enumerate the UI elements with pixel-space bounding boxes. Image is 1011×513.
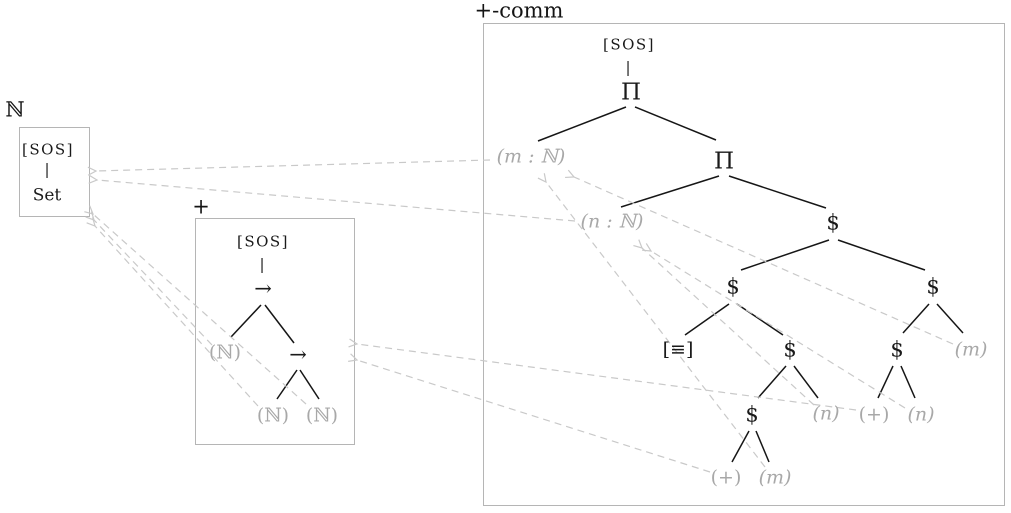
comm-n-var-right: (n) — [907, 403, 935, 426]
comm-n-var-left: (n) — [812, 402, 840, 425]
arrow-plus-mid-to-plus-box — [348, 338, 857, 411]
plus-box-label: + — [192, 194, 210, 219]
comm-app-node-3: $ — [926, 274, 940, 299]
tree-edge — [936, 303, 964, 334]
nat-bar-connector: | — [44, 160, 50, 179]
arrow-m-right-to-m-binder — [565, 169, 954, 345]
plus-arrow-root-node: → — [254, 276, 272, 301]
tree-edge — [620, 175, 720, 208]
arrow-nat-leaf1-to-nat-box — [85, 211, 213, 346]
arrow-m-binder-to-nat-box — [87, 159, 491, 176]
tree-edge — [793, 365, 819, 399]
arrow-m-bottom-to-m-binder — [537, 173, 766, 468]
tree-edges — [230, 106, 964, 463]
tree-edge — [537, 106, 627, 142]
comm-app-node-6: $ — [745, 402, 759, 427]
comm-app-node-2: $ — [726, 274, 740, 299]
nat-box-label: ℕ — [5, 97, 25, 122]
comm-pi-root-node: Π — [620, 79, 642, 106]
tree-edge — [728, 175, 827, 209]
comm-box-frame — [483, 23, 1005, 506]
tree-edge — [757, 365, 787, 399]
tree-edge — [276, 369, 298, 400]
tree-edge — [900, 365, 916, 399]
comm-app-node-4: $ — [783, 337, 797, 362]
comm-bar-connector: | — [625, 58, 631, 77]
tree-edge — [837, 239, 926, 271]
comm-box-label: +-comm — [474, 0, 564, 23]
tree-edge — [902, 303, 930, 334]
arrow-plus-bottom-to-plus-box — [348, 353, 711, 473]
plus-nat-leaf-1: (ℕ) — [208, 341, 242, 364]
nat-set-node: Set — [32, 185, 62, 206]
plus-arrow-inner-node: → — [289, 342, 307, 367]
comm-app-node-5: $ — [890, 337, 904, 362]
tree-edge — [684, 303, 730, 336]
tree-edge — [755, 430, 770, 463]
plus-sos-node: [SOS] — [236, 232, 290, 251]
tree-edge — [264, 304, 295, 344]
tree-edge — [230, 304, 262, 338]
comm-sos-node: [SOS] — [602, 35, 656, 54]
comm-plus-var-bottom: (+) — [710, 466, 742, 489]
comm-m-binder: (m : ℕ) — [496, 145, 566, 168]
plus-nat-leaf-2: (ℕ) — [256, 404, 290, 427]
comm-m-var-right: (m) — [954, 338, 988, 361]
reference-arrows — [84, 159, 954, 473]
arrow-n-left-to-n-binder — [633, 239, 815, 406]
tree-edge — [740, 239, 830, 271]
arrow-n-binder-to-nat-box — [88, 174, 576, 222]
nat-sos-node: [SOS] — [21, 140, 75, 159]
tree-edge — [299, 369, 320, 400]
tree-edge — [736, 303, 784, 336]
plus-nat-leaf-3: (ℕ) — [305, 404, 339, 427]
comm-app-node-1: $ — [826, 210, 840, 235]
comm-m-var-bottom: (m) — [758, 466, 792, 489]
plus-bar-connector: | — [259, 255, 265, 274]
comm-eq-node: [≡] — [662, 338, 694, 361]
comm-n-binder: (n : ℕ) — [580, 210, 644, 233]
comm-plus-var-middle: (+) — [858, 403, 890, 426]
arrow-nat-leaf2-to-nat-box — [86, 217, 259, 407]
tree-edge — [634, 106, 717, 141]
tree-edge — [731, 430, 750, 463]
comm-pi-inner-node: Π — [713, 148, 735, 175]
plus-box-frame — [195, 218, 355, 445]
arrow-n-right-to-n-binder — [642, 243, 906, 409]
